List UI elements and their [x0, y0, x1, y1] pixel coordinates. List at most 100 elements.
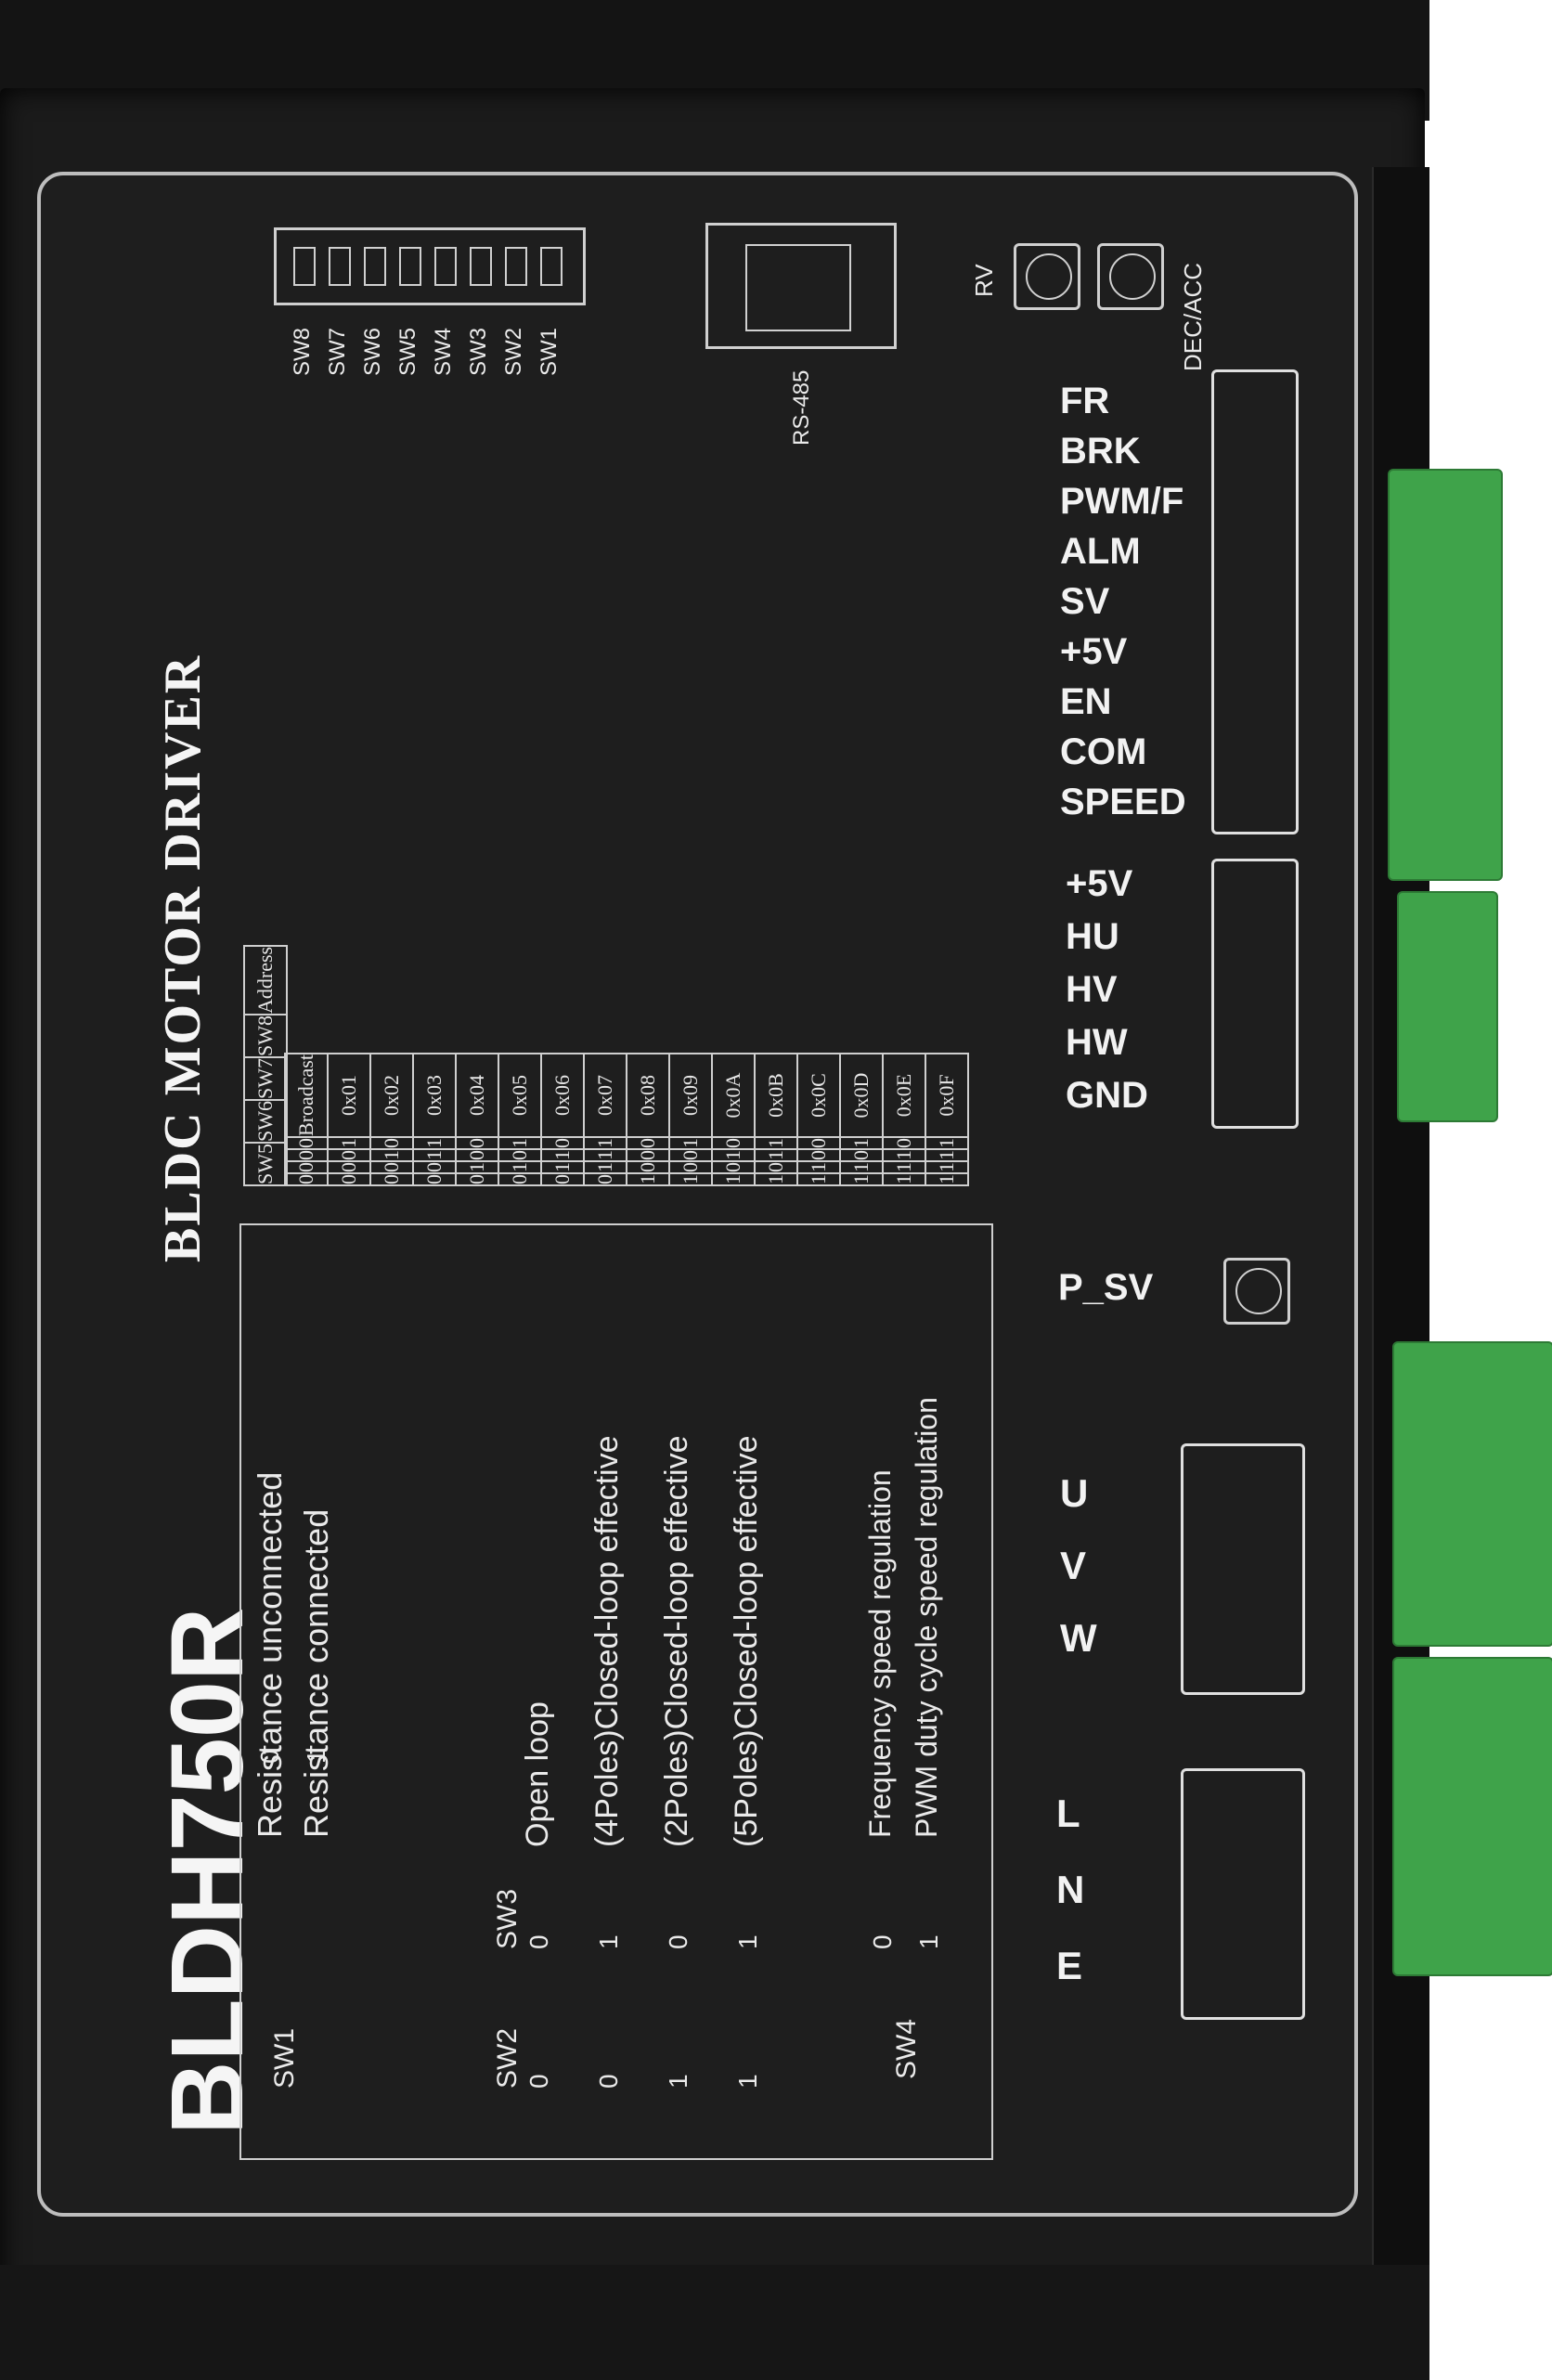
address-cell: 0	[370, 1161, 413, 1173]
sw4-desc: PWM duty cycle speed regulation	[910, 1397, 943, 1838]
address-cell: 0	[669, 1149, 712, 1161]
address-cell: 1	[498, 1137, 541, 1149]
dip-switch	[293, 247, 316, 286]
address-cell: 0	[541, 1173, 584, 1185]
front-label-panel	[37, 172, 1358, 2217]
rv-potentiometer[interactable]	[1014, 243, 1080, 310]
dip-label-sw5: SW5	[395, 327, 420, 376]
control-terminal-label: ALM	[1060, 531, 1141, 572]
control-terminal-label: PWM/F	[1060, 481, 1184, 522]
rs485-label: RS-485	[789, 369, 814, 446]
addr-header: SW7	[244, 1057, 287, 1100]
address-cell: 1	[925, 1137, 968, 1149]
address-cell: 1	[755, 1149, 797, 1161]
address-cell: 0x0C	[797, 1054, 840, 1137]
address-cell: 0	[285, 1173, 328, 1185]
motor-terminal-label: W	[1060, 1616, 1097, 1660]
address-cell: 0	[755, 1161, 797, 1173]
dip-switch	[399, 247, 421, 286]
dip-switch	[364, 247, 386, 286]
control-connector[interactable]	[1388, 469, 1503, 881]
address-cell: 0	[328, 1149, 370, 1161]
mode-desc: Open loop	[520, 1701, 555, 1847]
address-cell: 1	[840, 1137, 883, 1149]
address-cell: 0	[456, 1173, 498, 1185]
address-cell: 1	[584, 1161, 627, 1173]
address-cell: 0x0E	[883, 1054, 925, 1137]
sw2-value: 0	[524, 2074, 553, 2089]
psv-label: P_SV	[1058, 1267, 1154, 1308]
address-cell: 0	[797, 1149, 840, 1161]
address-cell: 0	[285, 1137, 328, 1149]
address-cell: 0	[285, 1161, 328, 1173]
mode-desc: (2Poles)Closed-loop effective	[659, 1435, 694, 1848]
sw4-label: SW4	[891, 2018, 922, 2079]
dip-label-sw4: SW4	[431, 327, 456, 376]
address-cell: 0	[627, 1137, 669, 1149]
address-cell: 0x04	[456, 1054, 498, 1137]
housing-bottom-rail	[0, 2265, 1429, 2380]
dip-switch	[505, 247, 527, 286]
address-cell: 0x0B	[755, 1054, 797, 1137]
address-cell: 1	[925, 1161, 968, 1173]
dip-label-sw1: SW1	[537, 327, 562, 376]
mode-desc: (5Poles)Closed-loop effective	[729, 1435, 764, 1848]
addr-header: SW5	[244, 1143, 287, 1185]
power-terminal-label: E	[1056, 1944, 1083, 1987]
address-cell: 0x02	[370, 1054, 413, 1137]
addr-header: SW8	[244, 1015, 287, 1057]
control-terminal-label: BRK	[1060, 431, 1141, 472]
address-cell: 0x0F	[925, 1054, 968, 1137]
address-cell: 0	[498, 1173, 541, 1185]
motor-connector[interactable]	[1392, 1341, 1552, 1647]
product-title: BLDC MOTOR DRIVER	[154, 653, 212, 1262]
hall-connector[interactable]	[1397, 891, 1498, 1122]
address-cell: 1	[712, 1173, 755, 1185]
rs485-port[interactable]	[705, 223, 897, 349]
dip-label-sw2: SW2	[501, 327, 526, 376]
address-cell: 0	[712, 1137, 755, 1149]
sw3-value: 1	[733, 1934, 762, 1949]
address-cell: 1	[370, 1149, 413, 1161]
address-cell: 1	[413, 1149, 456, 1161]
address-cell: 0x06	[541, 1054, 584, 1137]
address-cell: 0	[669, 1161, 712, 1173]
dip-switch	[470, 247, 492, 286]
dec-acc-label: DEC/ACC	[1179, 262, 1207, 371]
hall-terminal-block	[1211, 859, 1299, 1129]
sw4-desc: Frequency speed regulation	[863, 1469, 897, 1838]
address-cell: 0	[627, 1149, 669, 1161]
address-cell: 0	[797, 1137, 840, 1149]
power-connector[interactable]	[1392, 1657, 1552, 1976]
control-terminal-label: FR	[1060, 381, 1110, 421]
dec-acc-potentiometer[interactable]	[1097, 243, 1164, 310]
address-cell: 1	[840, 1161, 883, 1173]
sw4-value: 1	[914, 1934, 943, 1949]
control-terminal-block	[1211, 369, 1299, 834]
sw3-value: 0	[664, 1934, 692, 1949]
address-cell: 0	[541, 1137, 584, 1149]
address-cell: 1	[755, 1137, 797, 1149]
dip-label-sw8: SW8	[290, 327, 315, 376]
address-cell: 1	[840, 1173, 883, 1185]
hall-terminal-label: +5V	[1066, 863, 1133, 904]
address-cell: 1	[541, 1149, 584, 1161]
address-cell: 1	[883, 1173, 925, 1185]
dip-label-sw3: SW3	[466, 327, 491, 376]
hall-terminal-label: GND	[1066, 1075, 1148, 1116]
power-terminal-label: L	[1056, 1791, 1080, 1835]
sw3-value: 1	[594, 1934, 623, 1949]
dip-label-sw6: SW6	[360, 327, 385, 376]
psv-potentiometer[interactable]	[1223, 1258, 1290, 1325]
